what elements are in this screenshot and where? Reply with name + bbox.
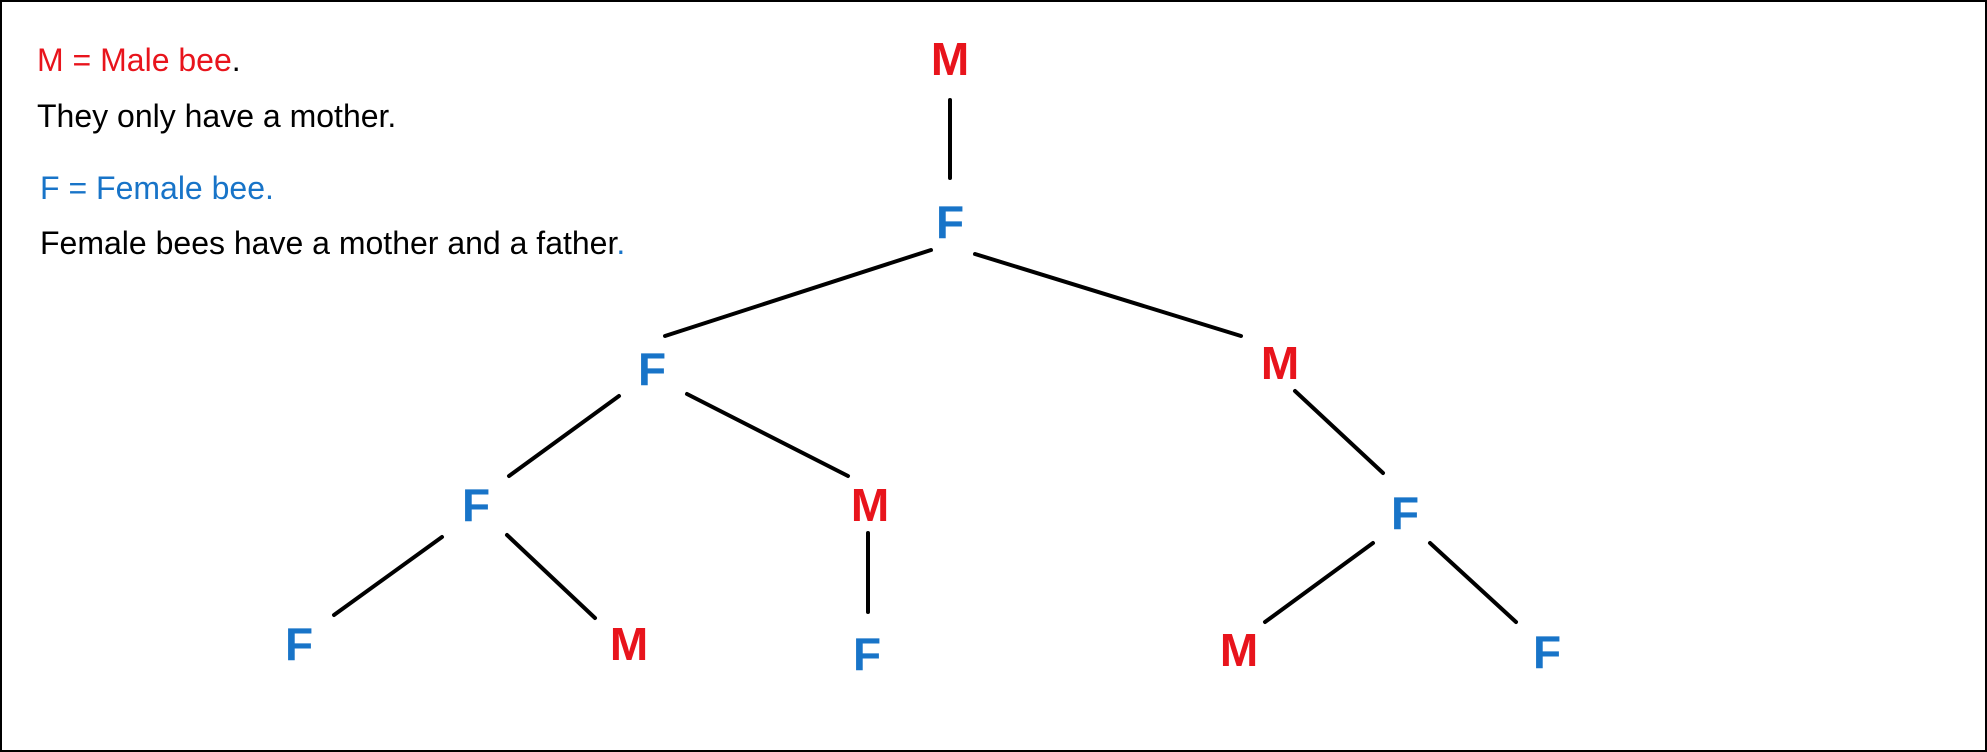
legend-male-description: They only have a mother. bbox=[37, 98, 397, 134]
tree-edge-n4-n7 bbox=[332, 535, 444, 617]
tree-edge-n1-n2 bbox=[663, 248, 933, 338]
tree-node-male: M bbox=[851, 479, 889, 531]
tree-edge-n3-n6 bbox=[1293, 389, 1385, 475]
tree-node-female: F bbox=[853, 628, 881, 680]
tree-node-male: M bbox=[1220, 624, 1258, 676]
tree-node-female: F bbox=[1391, 487, 1419, 539]
tree-edge-n4-n8 bbox=[505, 533, 597, 620]
tree-edges bbox=[332, 98, 1518, 624]
tree-edge-n6-n10 bbox=[1263, 541, 1375, 624]
tree-edge-n2-n4 bbox=[507, 394, 621, 478]
tree-node-female: F bbox=[638, 343, 666, 395]
tree-node-male: M bbox=[1261, 337, 1299, 389]
legend-female-description: Female bees have a mother and a father. bbox=[40, 223, 625, 263]
legend-male-period: . bbox=[231, 42, 241, 78]
tree-node-female: F bbox=[936, 196, 964, 248]
tree-edge-n6-n11 bbox=[1428, 541, 1518, 624]
tree-node-male: M bbox=[931, 33, 969, 85]
tree-nodes: M F F M F M F F M F M F bbox=[285, 33, 1561, 680]
tree-edge-n1-n3 bbox=[973, 252, 1243, 338]
tree-node-male: M bbox=[610, 618, 648, 670]
legend-male-text: M = Male bee bbox=[37, 42, 232, 78]
tree-node-female: F bbox=[462, 479, 490, 531]
tree-node-female: F bbox=[285, 618, 313, 670]
tree-edge-n2-n5 bbox=[685, 392, 850, 478]
legend-female-desc-text: Female bees have a mother and a father bbox=[40, 225, 617, 261]
legend-female-definition: F = Female bee. bbox=[40, 170, 274, 206]
legend-male-definition: M = Male bee. bbox=[37, 40, 241, 80]
tree-node-female: F bbox=[1533, 626, 1561, 678]
legend-female-desc-period: . bbox=[616, 225, 626, 261]
